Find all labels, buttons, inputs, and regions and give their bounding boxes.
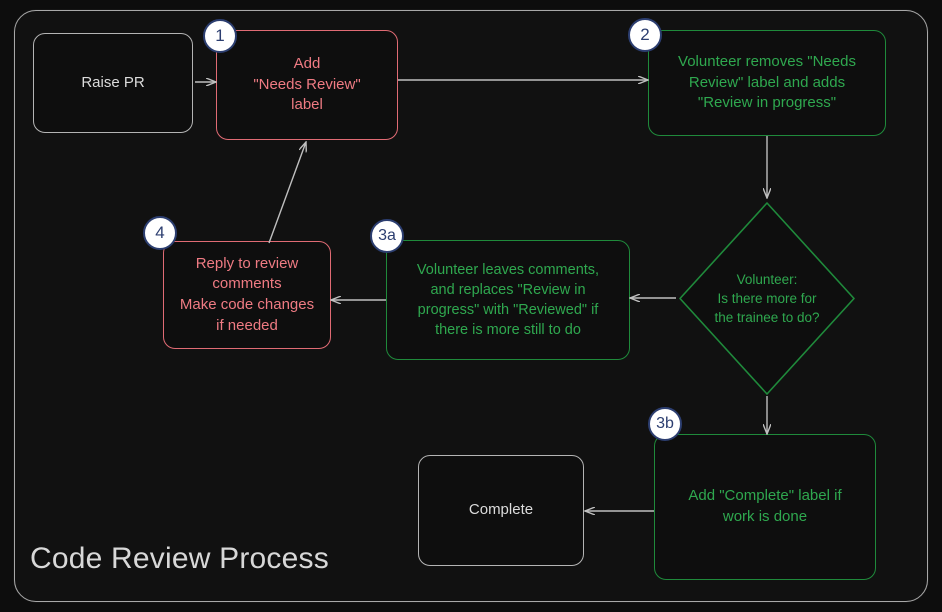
node-complete[interactable]: Complete: [418, 455, 584, 566]
node-reply-to-review-label: Reply to review comments Make code chang…: [179, 254, 315, 334]
badge-step-1: 1: [203, 19, 237, 53]
badge-step-3a: 3a: [370, 219, 404, 253]
node-raise-pr-label: Raise PR: [81, 73, 145, 91]
node-volunteer-leaves-comments-label: Volunteer leaves comments, and replaces …: [416, 262, 600, 338]
badge-step-2-label: 2: [640, 25, 650, 44]
badge-step-4: 4: [143, 216, 177, 250]
node-volunteer-removes-label: Volunteer removes "Needs Review" label a…: [678, 52, 856, 112]
badge-step-1-label: 1: [215, 26, 225, 45]
node-add-complete-label-text: Add "Complete" label if work is done: [688, 487, 842, 525]
diamond-shape: [679, 202, 855, 395]
badge-step-2: 2: [628, 18, 662, 52]
badge-step-3b: 3b: [648, 407, 682, 441]
node-volunteer-removes[interactable]: Volunteer removes "Needs Review" label a…: [648, 30, 886, 136]
node-add-needs-review-label: Add "Needs Review" label: [253, 54, 361, 114]
node-reply-to-review[interactable]: Reply to review comments Make code chang…: [163, 241, 331, 349]
node-add-complete-label[interactable]: Add "Complete" label if work is done: [654, 434, 876, 580]
node-decision-more-work-label: Volunteer: Is there more for the trainee…: [714, 271, 820, 326]
badge-step-3a-label: 3a: [378, 227, 396, 244]
node-complete-label: Complete: [468, 501, 534, 519]
diagram-title: Code Review Process: [30, 542, 329, 575]
badge-step-3b-label: 3b: [656, 415, 674, 432]
node-volunteer-leaves-comments[interactable]: Volunteer leaves comments, and replaces …: [386, 240, 630, 360]
badge-step-4-label: 4: [155, 223, 165, 242]
node-raise-pr[interactable]: Raise PR: [33, 33, 193, 133]
node-add-needs-review[interactable]: Add "Needs Review" label: [216, 30, 398, 140]
node-decision-more-work[interactable]: Volunteer: Is there more for the trainee…: [676, 199, 858, 398]
